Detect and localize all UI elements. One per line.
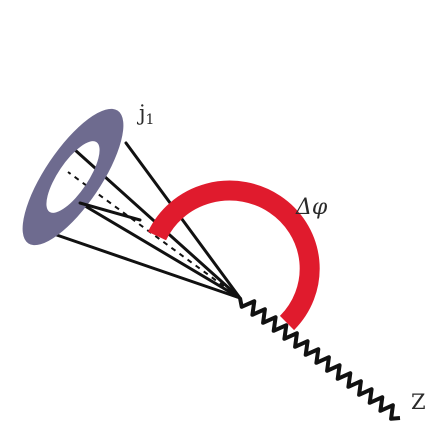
jet-label-main: j xyxy=(136,101,146,125)
jet-label: j1 xyxy=(136,101,154,128)
jet-ring-annulus xyxy=(22,108,124,246)
jet-cone-lines-front xyxy=(78,201,142,222)
jet-cone-line xyxy=(46,230,242,300)
jet-cone-line xyxy=(78,201,142,222)
jet-ring xyxy=(22,108,124,246)
delta-phi-arc xyxy=(147,180,320,331)
z-boson-label: Z xyxy=(411,390,426,414)
jet-cone-line xyxy=(124,141,242,300)
delta-phi-label: Δφ xyxy=(295,195,328,220)
jet-label-subscript: 1 xyxy=(146,112,155,128)
z-boson-wavy-line xyxy=(238,297,401,421)
jet-cone-lines xyxy=(46,141,242,300)
jet-cone-line xyxy=(78,201,242,300)
